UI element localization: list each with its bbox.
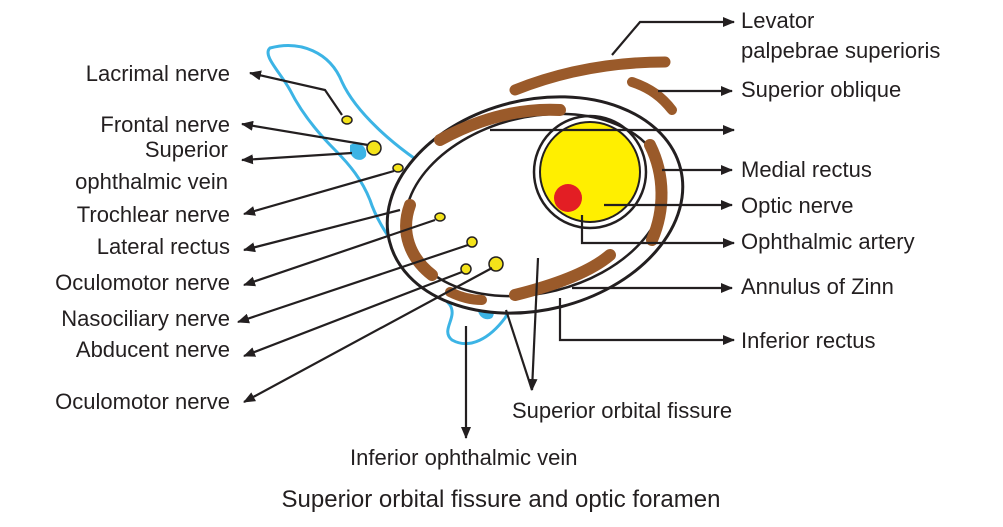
leader-nasociliary xyxy=(237,243,469,324)
oculomotor-nerve-dot xyxy=(466,236,478,248)
label-levator-line2: palpebrae superioris xyxy=(741,38,940,63)
label-medial-rectus: Medial rectus xyxy=(741,157,872,182)
leader-levator xyxy=(611,17,735,56)
label-inferior-rectus: Inferior rectus xyxy=(741,328,876,353)
label-superior-ophthalmic-vein-line2: ophthalmic vein xyxy=(75,169,228,194)
leader-lines xyxy=(237,17,735,439)
label-frontal-nerve: Frontal nerve xyxy=(100,112,230,137)
ophthalmic-artery xyxy=(554,184,582,212)
leader-fissure-b xyxy=(504,309,534,391)
lacrimal-nerve-dot xyxy=(341,115,353,125)
label-lacrimal-nerve: Lacrimal nerve xyxy=(86,61,230,86)
leader-inferior-rectus xyxy=(558,298,735,345)
label-optic-nerve: Optic nerve xyxy=(741,193,854,218)
label-oculomotor-nerve-upper: Oculomotor nerve xyxy=(55,270,230,295)
label-superior-ophthalmic-vein-line1: Superior xyxy=(145,137,228,162)
superior-oblique-band xyxy=(627,77,677,115)
label-levator-line1: Levator xyxy=(741,8,814,33)
nasociliary-nerve-dot xyxy=(460,263,472,275)
leader-lateral-rectus xyxy=(243,208,401,253)
frontal-nerve-dot xyxy=(366,140,382,156)
leader-trochlear xyxy=(243,169,395,216)
inferior-band-segment xyxy=(445,287,487,305)
abducent-nerve-dot xyxy=(488,256,504,272)
leader-lacrimal xyxy=(249,70,343,116)
lateral-rectus-nerve-dot xyxy=(434,212,446,222)
leader-abducent xyxy=(243,270,463,358)
label-trochlear-nerve: Trochlear nerve xyxy=(77,202,230,227)
levator-band xyxy=(509,56,671,96)
label-abducent-nerve: Abducent nerve xyxy=(76,337,230,362)
inferior-rectus-band xyxy=(509,249,616,301)
fissure-blue-spot-upper xyxy=(350,143,367,160)
label-ophthalmic-artery: Ophthalmic artery xyxy=(741,229,915,254)
optic-nerve xyxy=(539,121,641,223)
leader-fissure-a xyxy=(527,257,540,391)
superior-rectus-band xyxy=(434,103,566,146)
label-superior-oblique: Superior oblique xyxy=(741,77,901,102)
lateral-rectus-band xyxy=(400,199,438,281)
medial-rectus-band xyxy=(644,139,668,246)
label-lateral-rectus: Lateral rectus xyxy=(97,234,230,259)
label-inferior-ophthalmic-vein: Inferior ophthalmic vein xyxy=(350,445,577,470)
label-oculomotor-nerve-lower: Oculomotor nerve xyxy=(55,389,230,414)
label-annulus-of-zinn: Annulus of Zinn xyxy=(741,274,894,299)
label-nasociliary-nerve: Nasociliary nerve xyxy=(61,306,230,331)
leader-oculomotor-upper xyxy=(243,218,436,287)
figure-caption: Superior orbital fissure and optic foram… xyxy=(282,486,721,513)
leader-frontal xyxy=(241,120,369,147)
label-superior-orbital-fissure: Superior orbital fissure xyxy=(512,398,732,423)
leader-oculomotor-lower xyxy=(243,267,493,403)
leader-superior-ophthalmic-vein xyxy=(241,151,353,165)
optic-canal-outline xyxy=(532,114,648,230)
leader-ophthalmic-artery xyxy=(580,215,735,248)
trochlear-nerve-dot xyxy=(392,163,404,173)
